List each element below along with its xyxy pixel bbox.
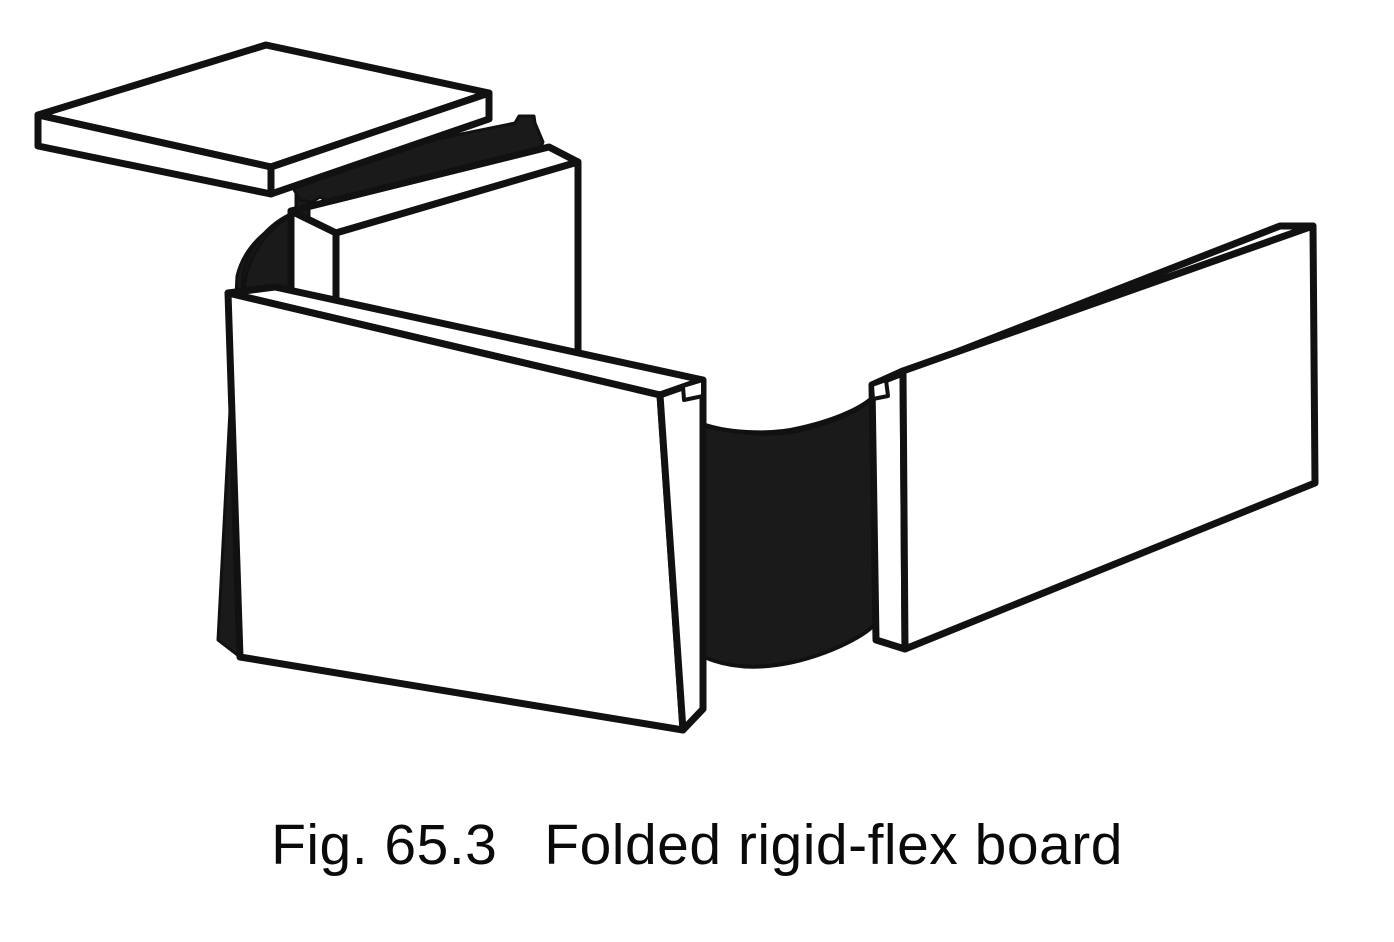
right-board-left-notch — [870, 378, 890, 401]
figure-title: Folded rigid-flex board — [544, 813, 1123, 877]
front-board-right-notch — [681, 378, 705, 402]
center-flex-fold — [677, 394, 876, 669]
rigid-flex-board-diagram — [34, 41, 1319, 734]
top-rigid-board-right-face — [267, 89, 493, 198]
right-rigid-board-front-face — [899, 222, 1319, 653]
figure-caption: Fig. 65.3 Folded rigid-flex board — [0, 812, 1394, 878]
figure-number: Fig. 65.3 — [271, 813, 498, 877]
